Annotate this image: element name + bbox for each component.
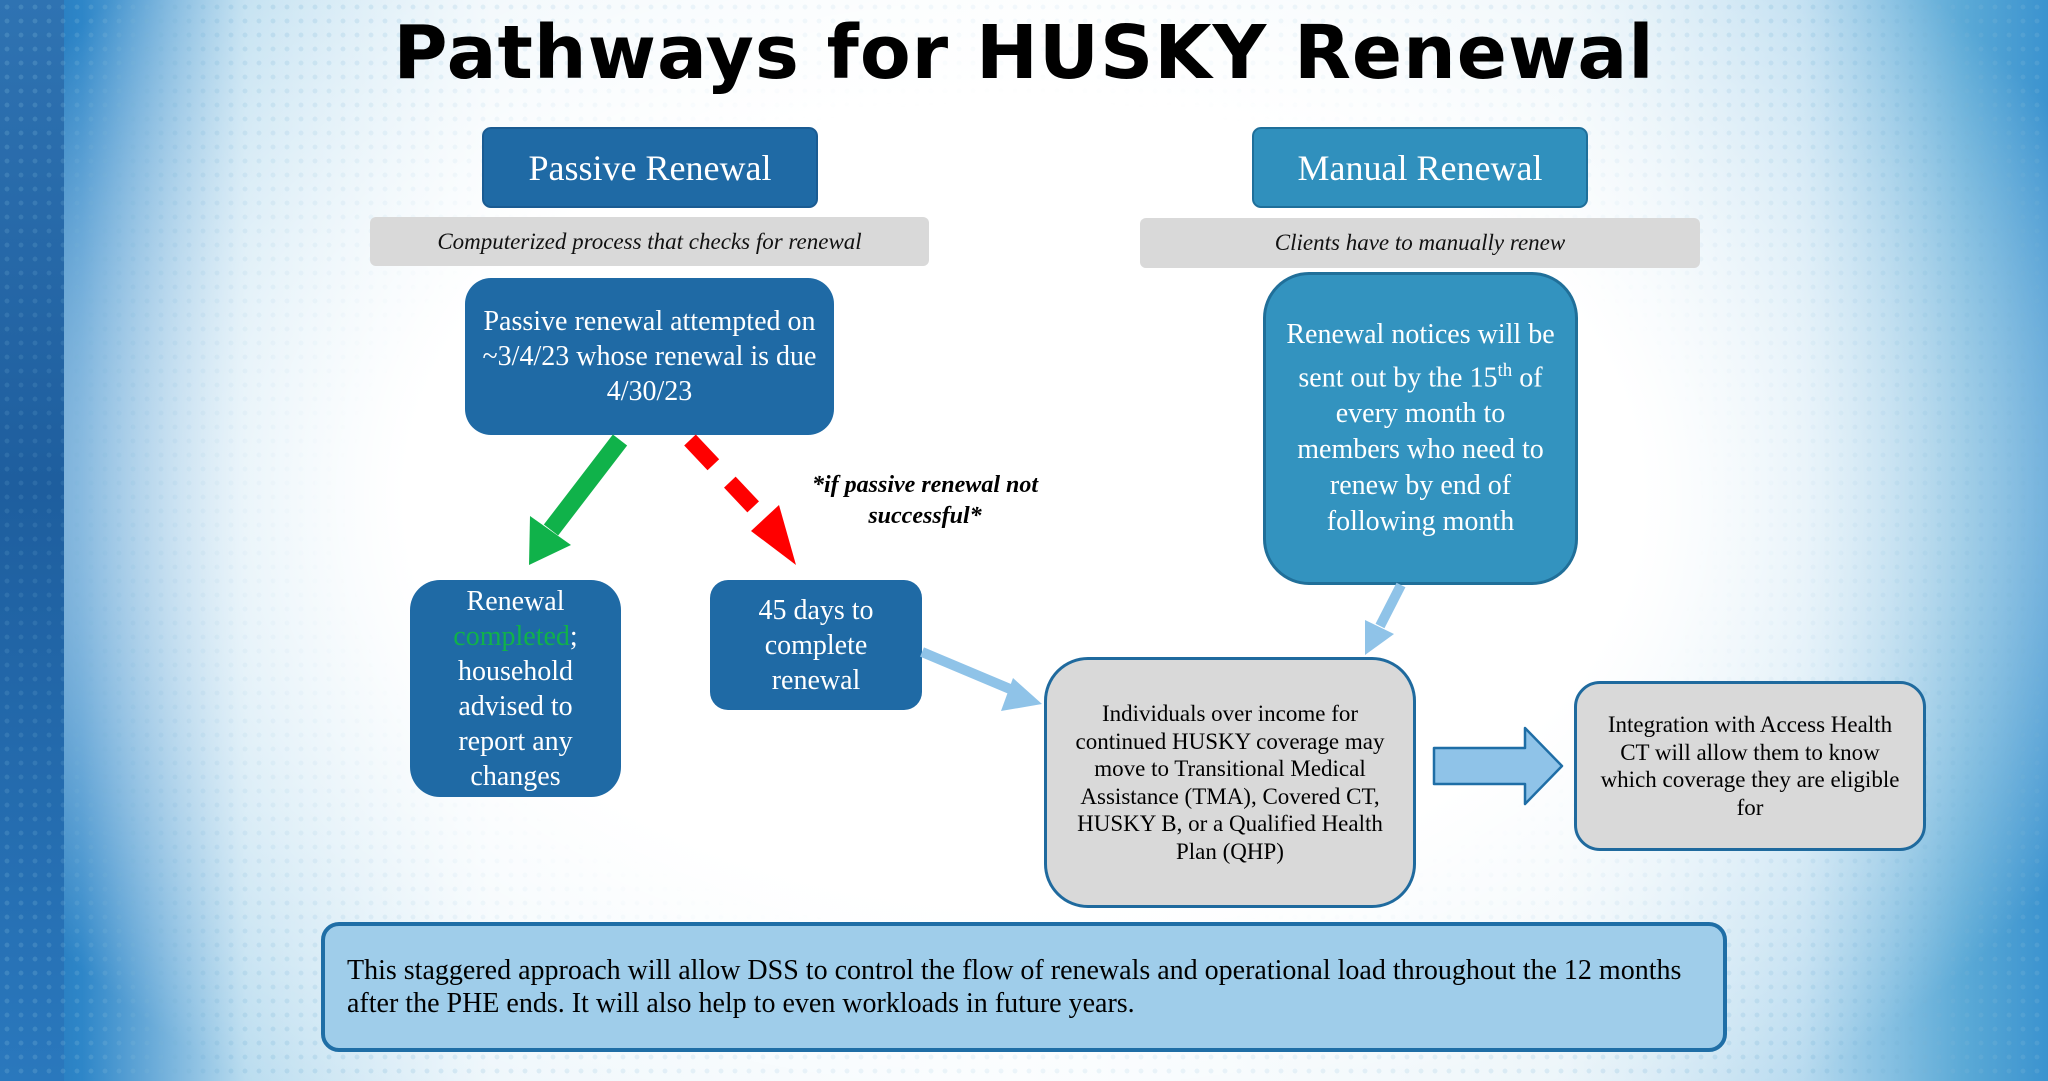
page-title: Pathways for HUSKY Renewal [393,10,1655,96]
notice-text-after: of every month to members who need to re… [1297,362,1544,538]
green-arrow-icon [529,434,628,565]
integration-box: Integration with Access Health CT will a… [1574,681,1926,851]
notice-superscript: th [1497,359,1513,381]
renewal-completed-text: Renewal completed; household advised to … [424,584,607,794]
passive-renewal-header: Passive Renewal [482,127,818,208]
renewal-notices-text: Renewal notices will be sent out by the … [1284,317,1557,540]
notice-text-before: Renewal notices will be sent out by the … [1286,318,1555,394]
manual-renewal-header: Manual Renewal [1252,127,1588,208]
footer-summary-box: This staggered approach will allow DSS t… [321,922,1727,1052]
manual-renewal-subtitle: Clients have to manually renew [1140,218,1700,268]
passive-attempt-box: Passive renewal attempted on ~3/4/23 who… [465,278,834,435]
renewal-completed-suffix: ; household advised to report any change… [457,620,578,792]
renewal-completed-box: Renewal completed; household advised to … [410,580,621,797]
light-arrow-days-icon [920,647,1042,711]
over-income-box: Individuals over income for continued HU… [1044,657,1416,908]
renewal-notices-box: Renewal notices will be sent out by the … [1263,272,1578,585]
red-dashed-arrow-icon [684,434,796,565]
footer-summary-text: This staggered approach will allow DSS t… [347,955,1682,1019]
completed-highlight: completed [453,620,570,652]
days-to-complete-box: 45 days to complete renewal [710,580,922,710]
left-accent-bar [0,0,64,1081]
block-arrow-right-icon [1432,726,1564,806]
passive-not-successful-note: *if passive renewal not successful* [812,472,1038,529]
passive-renewal-subtitle: Computerized process that checks for ren… [370,217,929,266]
renewal-completed-prefix: Renewal [466,585,565,617]
light-arrow-notices-icon [1365,582,1406,655]
